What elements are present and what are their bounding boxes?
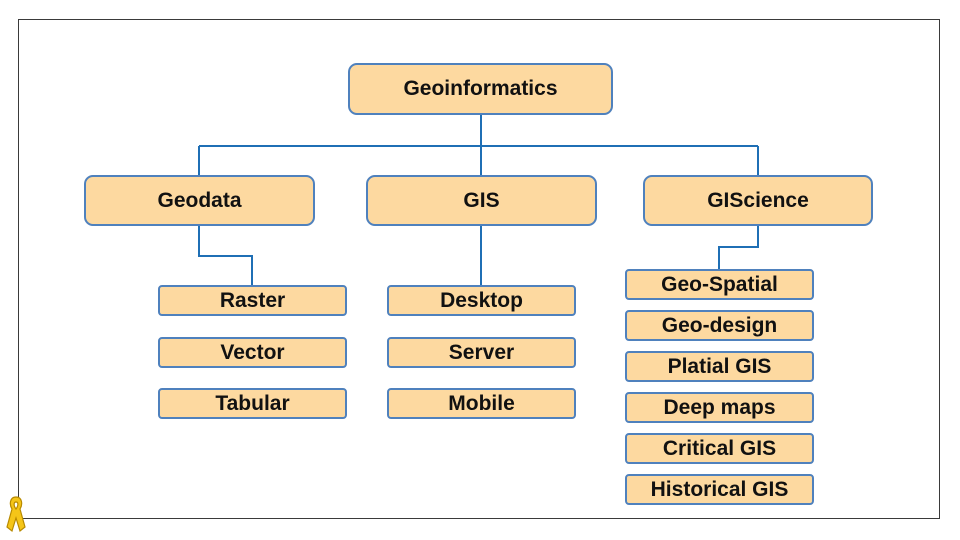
node-geo-design-label: Geo-design <box>661 313 778 337</box>
node-critical-gis: Critical GIS <box>625 433 814 464</box>
node-giscience: GIScience <box>643 175 873 226</box>
node-root: Geoinformatics <box>348 63 613 115</box>
node-vector-label: Vector <box>220 340 285 364</box>
node-mobile-label: Mobile <box>448 391 515 415</box>
connector-giscience-children <box>718 225 759 270</box>
node-gis: GIS <box>366 175 597 226</box>
node-geodata: Geodata <box>84 175 315 226</box>
node-server: Server <box>387 337 576 368</box>
node-deep-maps: Deep maps <box>625 392 814 423</box>
node-desktop-label: Desktop <box>440 288 523 312</box>
awareness-ribbon-icon <box>6 496 26 533</box>
node-platial-gis-label: Platial GIS <box>667 354 772 378</box>
node-giscience-label: GIScience <box>707 188 809 212</box>
node-platial-gis: Platial GIS <box>625 351 814 382</box>
node-critical-gis-label: Critical GIS <box>662 436 777 460</box>
node-geo-spatial-label: Geo-Spatial <box>661 272 778 296</box>
node-geodata-label: Geodata <box>157 188 242 212</box>
node-mobile: Mobile <box>387 388 576 419</box>
node-geo-spatial: Geo-Spatial <box>625 269 814 300</box>
connector-geodata-children <box>198 225 253 286</box>
node-raster-label: Raster <box>219 288 286 312</box>
node-tabular: Tabular <box>158 388 347 419</box>
node-vector: Vector <box>158 337 347 368</box>
node-raster: Raster <box>158 285 347 316</box>
node-desktop: Desktop <box>387 285 576 316</box>
slide-frame <box>18 19 940 519</box>
node-geo-design: Geo-design <box>625 310 814 341</box>
node-historical-gis: Historical GIS <box>625 474 814 505</box>
node-root-label: Geoinformatics <box>403 77 558 100</box>
node-historical-gis-label: Historical GIS <box>650 477 789 501</box>
node-server-label: Server <box>448 340 515 364</box>
node-deep-maps-label: Deep maps <box>663 395 776 419</box>
node-tabular-label: Tabular <box>215 391 290 415</box>
node-gis-label: GIS <box>463 188 500 212</box>
